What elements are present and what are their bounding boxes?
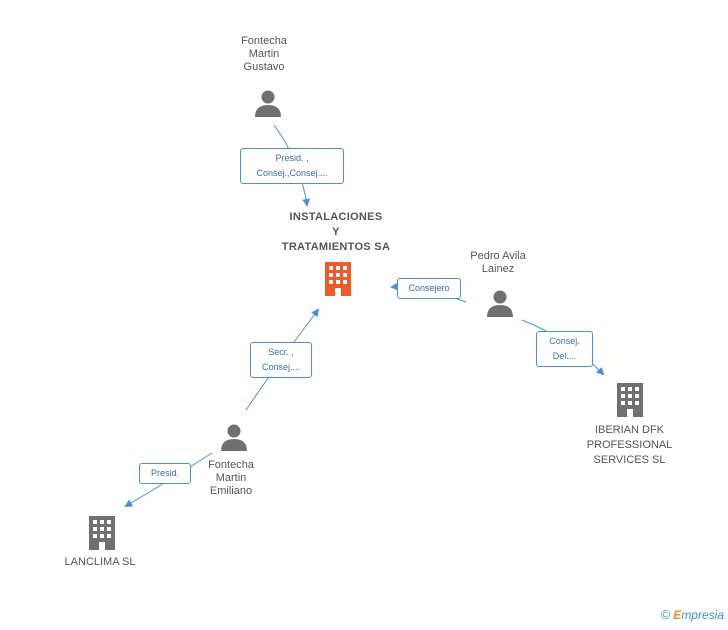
company-lanclima-label[interactable]: LANCLIMA SL	[50, 556, 150, 569]
label-line: LANCLIMA SL	[64, 556, 136, 568]
label-line: Y	[332, 226, 340, 238]
relation-line: Del....	[552, 351, 577, 361]
label-line: Gustavo	[243, 61, 285, 73]
label-line: Pedro Avila	[470, 250, 526, 262]
relation-line: Consej.	[549, 336, 580, 346]
company-iberian-label[interactable]: IBERIAN DFK PROFESSIONAL SERVICES SL	[572, 423, 687, 468]
person-icon[interactable]	[253, 89, 283, 117]
relation-line: Consej.,Consej....	[256, 168, 328, 178]
brand-initial: E	[673, 608, 682, 622]
label-line: Martin	[215, 472, 247, 484]
label-line: SERVICES SL	[593, 454, 666, 466]
building-icon-highlighted[interactable]	[322, 262, 354, 296]
label-line: Emiliano	[209, 485, 253, 497]
person-icon[interactable]	[219, 423, 249, 451]
label-line: Fontecha	[208, 459, 254, 471]
relation-emiliano-lanclima[interactable]: Presid.	[139, 463, 191, 484]
person-gustavo-label[interactable]: Fontecha Martin Gustavo	[214, 35, 314, 74]
label-line: INSTALACIONES	[289, 211, 383, 223]
label-line: Lainez	[481, 263, 515, 275]
building-icon[interactable]	[614, 383, 646, 417]
relation-line: Presid. ,	[275, 153, 309, 163]
person-icon[interactable]	[485, 289, 515, 317]
person-pedro-label[interactable]: Pedro Avila Lainez	[448, 250, 548, 276]
label-line: Martin	[248, 48, 280, 60]
label-line: PROFESSIONAL	[586, 439, 673, 451]
relation-pedro-center[interactable]: Consejero	[397, 278, 461, 299]
relation-emiliano-center[interactable]: Secr. , Consej....	[250, 342, 312, 378]
relation-line: Consej....	[261, 362, 301, 372]
label-line: IBERIAN DFK	[594, 424, 665, 436]
person-emiliano-label[interactable]: Fontecha Martin Emiliano	[181, 459, 281, 498]
relation-line: Secr. ,	[268, 347, 294, 357]
empresia-watermark: ©Empresia	[661, 607, 724, 622]
relation-gustavo-center[interactable]: Presid. , Consej.,Consej....	[240, 148, 344, 184]
label-line: TRATAMIENTOS SA	[281, 241, 391, 253]
building-icon[interactable]	[86, 516, 118, 550]
label-line: Fontecha	[241, 35, 287, 47]
relation-pedro-iberian[interactable]: Consej. Del....	[536, 331, 593, 367]
relation-line: Consejero	[408, 283, 450, 293]
brand-name: mpresia	[681, 608, 724, 622]
company-center-label[interactable]: INSTALACIONES Y TRATAMIENTOS SA	[266, 210, 406, 255]
relation-line: Presid.	[150, 468, 179, 478]
copyright-symbol: ©	[660, 607, 671, 622]
